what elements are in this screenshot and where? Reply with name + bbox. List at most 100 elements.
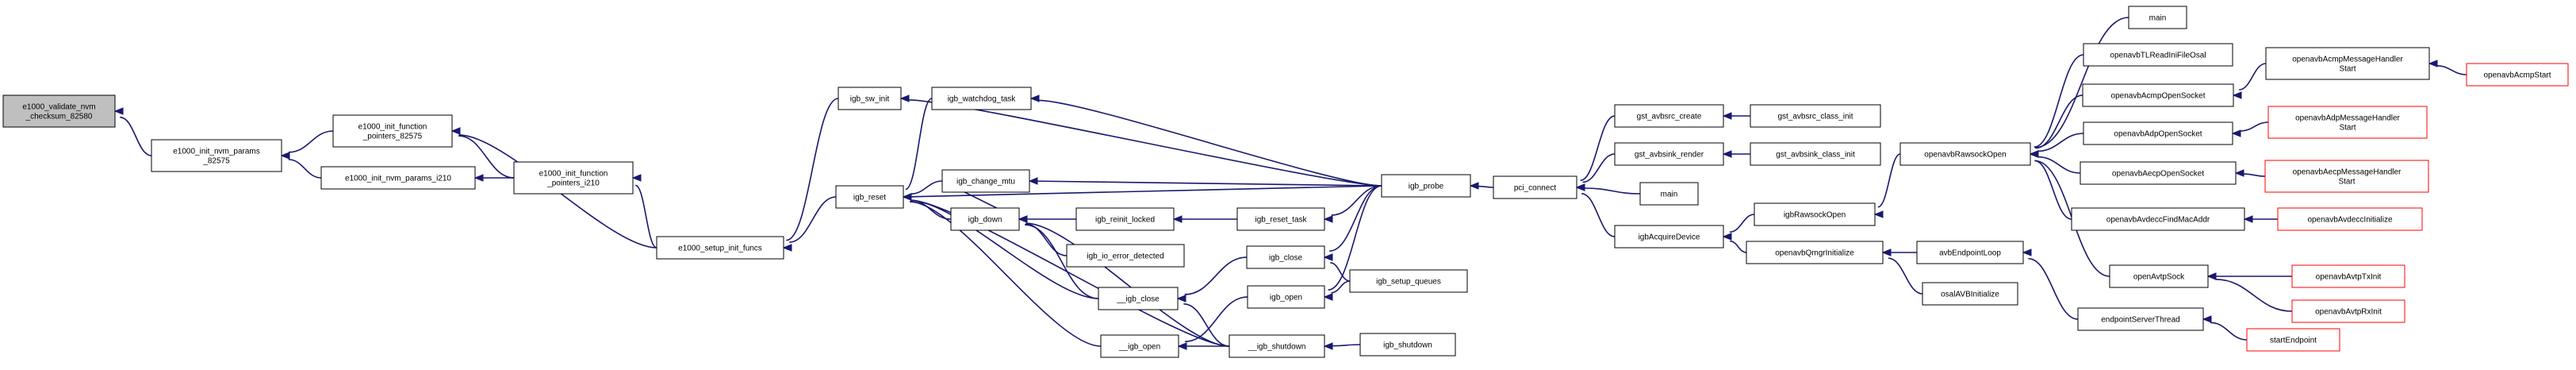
- edge-arrowhead: [113, 107, 124, 115]
- node-igb-shutdown[interactable]: igb_shutdown: [1359, 333, 1456, 357]
- node-label: main: [1661, 191, 1678, 199]
- node-func-ptr-82575[interactable]: e1000_init_function_pointers_82575: [332, 114, 453, 148]
- node-igbAcquireDevice[interactable]: igbAcquireDevice: [1614, 225, 1724, 249]
- node-openavbRawsockOpen[interactable]: openavbRawsockOpen: [1899, 142, 2031, 166]
- edge: [1580, 115, 1616, 181]
- node---igb-close[interactable]: __igb_close: [1098, 287, 1179, 310]
- node-main2[interactable]: main: [2128, 6, 2187, 29]
- edge-arrowhead: [1323, 342, 1333, 350]
- node-label: openavbAdpOpenSocket: [2114, 130, 2202, 139]
- edge-arrowhead: [1323, 215, 1333, 223]
- node-openAvtpSock[interactable]: openAvtpSock: [2109, 264, 2209, 288]
- node-openavbAecpOpenSocket[interactable]: openavbAecpOpenSocket: [2080, 161, 2237, 185]
- node-box: [835, 185, 904, 209]
- node-label: igb_close: [1269, 254, 1303, 263]
- node-pci-connect[interactable]: pci_connect: [1493, 175, 1577, 199]
- node-igb-reset-task[interactable]: igb_reset_task: [1236, 207, 1325, 231]
- node-startEndpoint[interactable]: startEndpoint: [2246, 328, 2340, 352]
- node-openavbTLReadIniFileOsal[interactable]: openavbTLReadIniFileOsal: [2083, 43, 2233, 67]
- node-igb-down[interactable]: igb_down: [950, 207, 1020, 231]
- node-box: [1614, 142, 1724, 166]
- node-box: [2291, 299, 2405, 323]
- node---igb-shutdown[interactable]: __igb_shutdown: [1229, 334, 1325, 358]
- node-gst-avbsink-render[interactable]: gst_avbsink_render: [1614, 142, 1724, 166]
- edge: [2210, 322, 2248, 341]
- node-igb-io-error-detected[interactable]: igb_io_error_detected: [1066, 244, 1185, 268]
- node-label: e1000_setup_init_funcs: [678, 245, 762, 253]
- edge: [634, 184, 657, 249]
- node-label: e1000_init_function: [358, 123, 427, 132]
- edge: [1582, 153, 1616, 183]
- node-igb-open[interactable]: igb_open: [1247, 285, 1325, 309]
- node-box: [1614, 225, 1724, 249]
- node-label: Start: [2339, 65, 2356, 74]
- edge-arrowhead: [1177, 342, 1187, 350]
- edge: [120, 116, 152, 156]
- node-box: [1493, 175, 1577, 199]
- edge: [910, 180, 943, 195]
- node-box: [1247, 285, 1325, 309]
- node-label: igb_open: [1270, 294, 1302, 303]
- node-init-params-82575[interactable]: e1000_init_nvm_params_82575: [151, 139, 282, 172]
- edge: [1329, 185, 1382, 252]
- node-box: [1236, 207, 1325, 231]
- node-gst-avbsink-class-init[interactable]: gst_avbsink_class_init: [1750, 142, 1881, 166]
- node-box: [931, 87, 1032, 110]
- node-func-ptr-i210[interactable]: e1000_init_function_pointers_i210: [513, 161, 634, 195]
- node-openavbAvtpTxInit[interactable]: openavbAvtpTxInit: [2291, 264, 2405, 288]
- node-label: openavbAvtpRxInit: [2315, 308, 2382, 317]
- node-gst-avbsrc-class-init[interactable]: gst_avbsrc_class_init: [1750, 104, 1881, 128]
- edge-arrowhead: [2243, 215, 2253, 223]
- edge-arrowhead: [1722, 112, 1732, 120]
- node-openavbAcmpOpenSocket[interactable]: openavbAcmpOpenSocket: [2082, 83, 2234, 107]
- node-validate[interactable]: e1000_validate_nvm_checksum_82580: [2, 94, 116, 128]
- edge: [1730, 240, 1747, 253]
- node-igb-probe[interactable]: igb_probe: [1381, 174, 1471, 198]
- edge: [289, 130, 334, 153]
- node-osalAVBInitialize[interactable]: osalAVBInitialize: [1922, 282, 2018, 306]
- node-openavbQmgrInitialize[interactable]: openavbQmgrInitialize: [1746, 241, 1884, 264]
- node-init-params-i210[interactable]: e1000_init_nvm_params_i210: [320, 166, 476, 190]
- node-label: openavbAcmpMessageHandler: [2292, 56, 2403, 64]
- node-igb-reset[interactable]: igb_reset: [835, 185, 904, 209]
- node---igb-open[interactable]: __igb_open: [1100, 334, 1179, 358]
- node-openavbAvdeccFindMacAddr[interactable]: openavbAvdeccFindMacAddr: [2071, 207, 2245, 231]
- node-igb-sw-init[interactable]: igb_sw_init: [838, 87, 902, 110]
- node-igb-change-mtu[interactable]: igb_change_mtu: [941, 169, 1030, 193]
- node-box: [1066, 244, 1185, 268]
- node-label: gst_avbsrc_create: [1637, 113, 1702, 121]
- node-box: [1075, 207, 1175, 231]
- node-openavbAdpOpenSocket[interactable]: openavbAdpOpenSocket: [2083, 121, 2233, 145]
- edge: [1025, 224, 1099, 299]
- node-avbEndpointLoop[interactable]: avbEndpointLoop: [1916, 241, 2024, 264]
- node-label: pci_connect: [1514, 184, 1557, 193]
- node-box: [2267, 106, 2428, 139]
- node-box: [2291, 264, 2405, 288]
- node-openavbAvdeccInitialize[interactable]: openavbAvdeccInitialize: [2277, 207, 2423, 231]
- node-igb-reinit-locked[interactable]: igb_reinit_locked: [1075, 207, 1175, 231]
- edge: [2035, 94, 2083, 149]
- node-igbRawsockOpen[interactable]: igbRawsockOpen: [1754, 202, 1876, 226]
- node-igb-close[interactable]: igb_close: [1246, 245, 1325, 269]
- edge-arrowhead: [2206, 272, 2217, 280]
- edge: [1025, 223, 1068, 256]
- node-label: igb_down: [968, 216, 1002, 225]
- node-label: gst_avbsink_class_init: [1776, 151, 1855, 160]
- node-openavbAcmpStart[interactable]: openavbAcmpStart: [2466, 63, 2569, 87]
- node-igb-setup-queues[interactable]: igb_setup_queues: [1349, 269, 1468, 293]
- node-box: [2, 94, 116, 128]
- node-endpointServerThread[interactable]: endpointServerThread: [2077, 307, 2204, 331]
- node-main1[interactable]: main: [1639, 182, 1699, 206]
- node-label: endpointServerThread: [2101, 316, 2180, 325]
- node-igb-watchdog-task[interactable]: igb_watchdog_task: [931, 87, 1032, 110]
- edge-arrowhead: [1722, 150, 1732, 158]
- node-gst-avbsrc-create[interactable]: gst_avbsrc_create: [1614, 104, 1724, 128]
- node-setup-init-funcs[interactable]: e1000_setup_init_funcs: [656, 236, 784, 260]
- node-openavbAvtpRxInit[interactable]: openavbAvtpRxInit: [2291, 299, 2405, 323]
- node-label: openavbAdpMessageHandler: [2295, 114, 2400, 123]
- node-box: [1100, 334, 1179, 358]
